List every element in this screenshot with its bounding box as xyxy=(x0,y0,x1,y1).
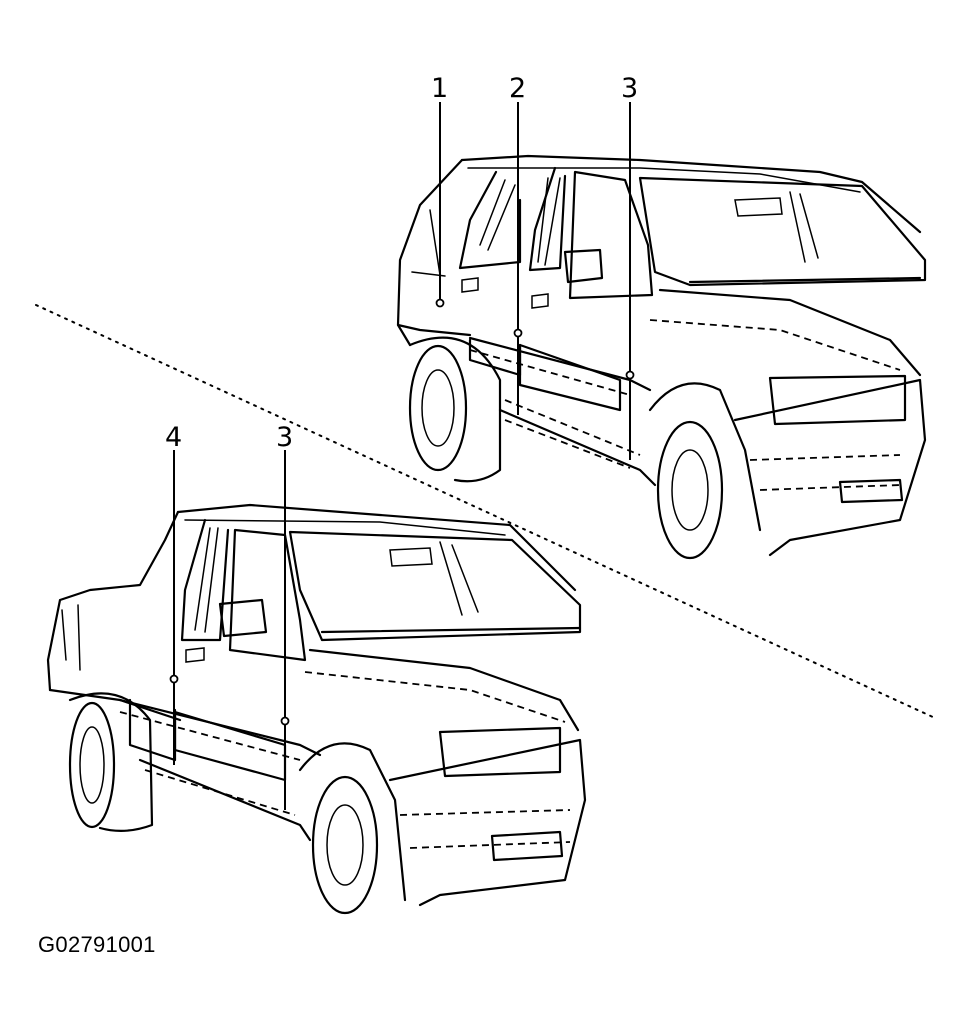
callout-3-bottom: 3 xyxy=(276,422,293,453)
callout-leaders xyxy=(169,102,635,810)
callout-4: 4 xyxy=(165,422,182,453)
callout-1: 1 xyxy=(431,73,448,104)
callout-3-top: 3 xyxy=(621,73,638,104)
figure-id: G02791001 xyxy=(38,932,156,957)
two-door-vehicle xyxy=(46,503,587,915)
four-door-vehicle xyxy=(396,154,927,560)
separator-line xyxy=(35,304,936,719)
callout-2: 2 xyxy=(509,73,526,104)
